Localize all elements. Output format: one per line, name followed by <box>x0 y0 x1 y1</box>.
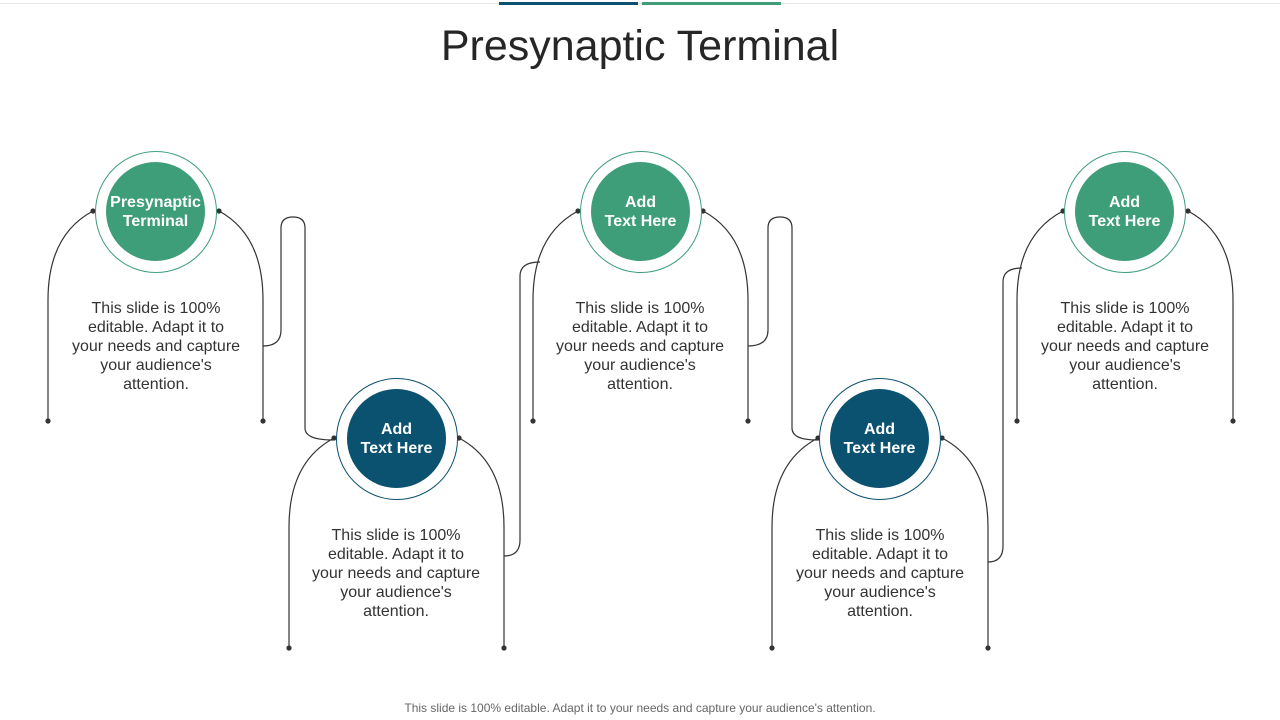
connector-link-3-4 <box>747 216 818 441</box>
connector-dot <box>286 645 292 651</box>
step-1-node: Presynaptic Terminal <box>95 151 217 273</box>
top-accent-bar-green <box>642 2 781 5</box>
step-2-label: Add Text Here <box>347 389 446 488</box>
connector-arc-4-right <box>941 437 989 648</box>
slide-title: Presynaptic Terminal <box>440 22 840 70</box>
step-1-label: Presynaptic Terminal <box>106 162 205 261</box>
connector-dot <box>769 645 775 651</box>
connector-arc-3-left <box>532 210 579 421</box>
top-divider <box>0 3 1280 4</box>
connector-link-2-3 <box>503 261 541 557</box>
connector-arc-2-left <box>288 437 335 648</box>
connector-dot <box>575 208 581 214</box>
connector-arc-1-right <box>218 210 264 421</box>
step-4-node: Add Text Here <box>819 378 941 500</box>
connector-dot <box>90 208 96 214</box>
step-2-node: Add Text Here <box>336 378 458 500</box>
connector-dot <box>260 418 266 424</box>
step-3-label: Add Text Here <box>591 162 690 261</box>
connector-arc-1-left <box>47 210 94 421</box>
step-4-label: Add Text Here <box>830 389 929 488</box>
connector-arc-5-right <box>1187 210 1234 421</box>
connector-link-4-5 <box>987 267 1023 563</box>
top-accent-bar-blue <box>499 2 638 5</box>
step-1-description: This slide is 100% editable. Adapt it to… <box>71 300 241 393</box>
step-3-node: Add Text Here <box>580 151 702 273</box>
connector-link-1-2 <box>262 216 334 441</box>
connector-dot <box>216 208 222 214</box>
connector-dot <box>530 418 536 424</box>
footer-note: This slide is 100% editable. Adapt it to… <box>404 701 876 715</box>
step-3-description: This slide is 100% editable. Adapt it to… <box>555 300 725 393</box>
connector-dot <box>331 435 337 441</box>
connector-dot <box>1230 418 1236 424</box>
connector-arc-4-left <box>771 437 819 648</box>
connector-dot <box>45 418 51 424</box>
connector-arc-3-right <box>702 210 749 421</box>
step-4-description: This slide is 100% editable. Adapt it to… <box>795 527 965 620</box>
connector-arc-5-left <box>1016 210 1064 421</box>
connector-dot <box>1014 418 1020 424</box>
step-5-label: Add Text Here <box>1075 162 1174 261</box>
connector-arc-2-right <box>458 437 505 648</box>
connector-dot <box>745 418 751 424</box>
connector-dot <box>501 645 507 651</box>
step-2-description: This slide is 100% editable. Adapt it to… <box>311 527 481 620</box>
step-5-node: Add Text Here <box>1064 151 1186 273</box>
step-5-description: This slide is 100% editable. Adapt it to… <box>1040 300 1210 393</box>
connector-dot <box>1185 208 1191 214</box>
connector-dot <box>985 645 991 651</box>
